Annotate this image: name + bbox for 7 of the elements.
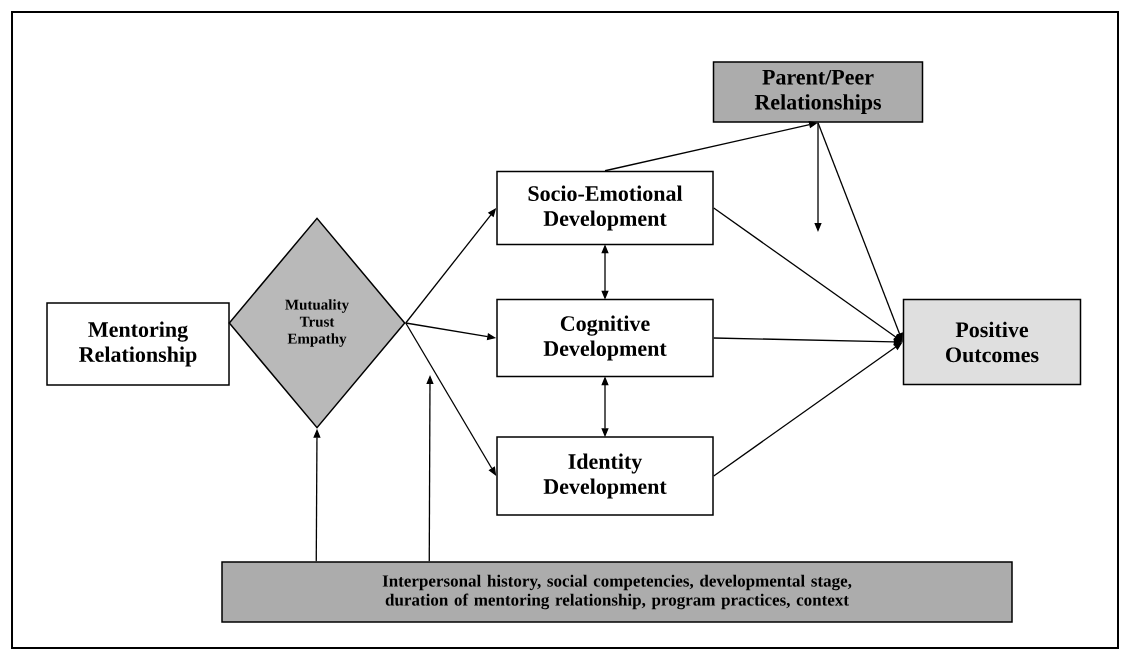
process-box: Cognitive Development (496, 298, 714, 378)
process-box: Parent/Peer Relationships (712, 61, 924, 123)
process-box: Interpersonal history, social competencies, developmental stage, duration of mentoring relationship, program practices, context (221, 561, 1013, 623)
process-box: Identity Development (496, 436, 714, 516)
process-box: Socio-Emotional Development (496, 170, 714, 246)
process-box: Mentoring Relationship (46, 302, 230, 386)
process-box: Positive Outcomes (902, 298, 1082, 386)
